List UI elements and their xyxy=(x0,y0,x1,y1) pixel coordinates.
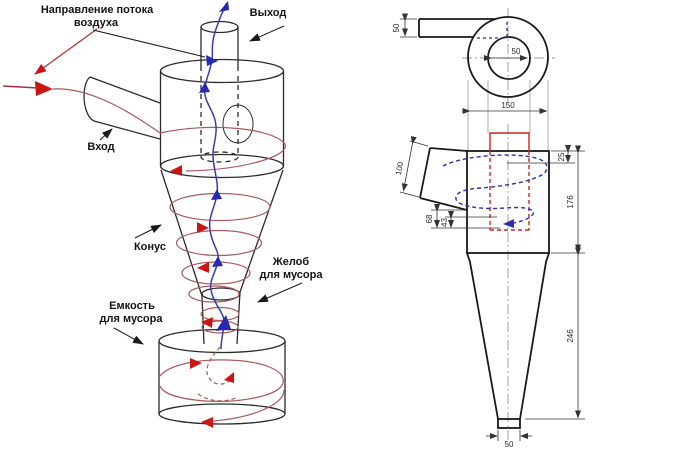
dust-spiral-flow xyxy=(52,88,286,423)
bin-leader xyxy=(113,327,144,345)
front-view-spiral-flow xyxy=(442,154,548,229)
tube-entry-arrowhead xyxy=(206,55,218,66)
top-view-outer-circle xyxy=(467,16,549,98)
dim-apex-outlet-diameter: 50 xyxy=(505,440,514,449)
duct-dim-ext xyxy=(400,18,417,38)
inlet-leader xyxy=(99,128,113,141)
dim-body-diameter: 150 xyxy=(501,101,515,110)
front-view-apex-outlet xyxy=(497,418,521,429)
red-flow-arrowheads xyxy=(35,81,234,428)
spiral-loop-3 xyxy=(175,229,263,257)
left-view-labels: Направление потока воздуха Выход Вход Ко… xyxy=(41,4,324,325)
clean-air-flow xyxy=(199,1,231,350)
cylinder-bottom-rim xyxy=(159,153,285,179)
dim-inlet-opening-length: 100 xyxy=(394,161,405,176)
top-view-inlet-duct xyxy=(418,18,496,38)
bin-spiral-1 xyxy=(158,359,284,402)
label-inlet: Вход xyxy=(87,141,114,153)
flow-label-leader xyxy=(92,29,206,58)
chute-arrowhead xyxy=(201,317,213,328)
up-arrowhead-1 xyxy=(199,82,210,93)
inset-dim-ext xyxy=(507,150,585,164)
dim-cone-height: 246 xyxy=(566,329,575,343)
label-bin-line1: Емкость xyxy=(109,300,155,312)
label-outlet: Выход xyxy=(250,7,287,19)
chute-ring-2 xyxy=(201,320,239,334)
front-view-cylinder xyxy=(466,150,550,254)
blue-arrowheads xyxy=(199,1,231,331)
outlet-tube-top xyxy=(200,20,239,34)
outer-projection xyxy=(467,80,549,151)
exit-arrowhead xyxy=(219,1,229,12)
up-arrowhead-2 xyxy=(211,189,222,200)
cone-leader xyxy=(134,224,162,239)
front-view xyxy=(419,147,550,429)
spiral-loop-2 xyxy=(169,192,271,222)
dim-inlet-bottom-offset: 68 xyxy=(425,214,434,223)
right-technical-drawing: 50 50 150 100 25 176 68 43 246 50 xyxy=(392,8,585,449)
center-lines xyxy=(462,8,555,446)
label-chute-line1: Желоб xyxy=(272,256,310,268)
cylinder-top-rim xyxy=(159,58,285,84)
inner-tube-bottom-hidden xyxy=(200,151,239,163)
chute-leader xyxy=(257,282,303,303)
inner-projection xyxy=(487,80,531,133)
cyclone-body-outline xyxy=(83,20,286,425)
dimension-labels: 50 50 150 100 25 176 68 43 246 50 xyxy=(392,23,575,449)
spiral-arrowhead-2 xyxy=(197,222,209,233)
bin-bottom xyxy=(158,403,286,425)
outlet-leader xyxy=(249,25,285,42)
front-view-outlet-tube xyxy=(489,132,530,151)
bin-spiral-2 xyxy=(209,389,285,423)
bin-dashed-flow-2 xyxy=(197,393,239,402)
inlet-opening-ellipse xyxy=(222,104,254,144)
bin-dashed-flow-1 xyxy=(206,346,232,385)
label-flow-direction-line2: воздуха xyxy=(74,17,119,29)
vortex-core-line xyxy=(203,2,228,350)
front-view-cone xyxy=(466,252,550,420)
cylinder-sides xyxy=(159,71,285,166)
bin-arrowhead-2 xyxy=(224,372,234,383)
dim-vortex-end-offset: 43 xyxy=(440,218,449,227)
outlet-tube-sides xyxy=(200,27,239,71)
inlet-pipe xyxy=(83,76,161,140)
left-perspective-view: Направление потока воздуха Выход Вход Ко… xyxy=(2,1,324,428)
up-arrowhead-4 xyxy=(216,315,231,331)
spiral-arrowhead-1 xyxy=(170,165,182,176)
label-cone: Конус xyxy=(134,241,166,253)
top-view xyxy=(418,16,549,98)
dim-outlet-inset-depth: 25 xyxy=(557,152,566,161)
dim-vortex-tube-diameter: 50 xyxy=(512,47,521,56)
label-chute-line2: для мусора xyxy=(260,269,324,281)
leader-lines xyxy=(92,25,303,345)
label-bin-line2: для мусора xyxy=(100,313,164,325)
inlet-flow-line xyxy=(52,88,161,134)
inlet-dim-line xyxy=(401,136,417,192)
bin-sides xyxy=(158,341,286,414)
inlet-arrowhead xyxy=(35,81,53,96)
bin-arrowhead-3 xyxy=(201,417,213,428)
spiral-loop-5 xyxy=(188,285,240,303)
spiral-arrowhead-3 xyxy=(197,262,209,273)
dim-cylinder-height: 176 xyxy=(566,195,575,209)
up-arrowhead-3 xyxy=(212,256,223,267)
front-view-inlet-pipe xyxy=(419,147,468,211)
projection-lines xyxy=(467,80,549,151)
cone-edges xyxy=(160,169,284,297)
chute-sides xyxy=(201,291,241,345)
bin-arrowhead-1 xyxy=(190,358,202,369)
flow-direction-arrow xyxy=(34,28,98,75)
dim-inlet-duct-height: 50 xyxy=(392,23,401,32)
label-flow-direction-line1: Направление потока xyxy=(41,4,154,16)
incoming-air-line xyxy=(2,85,39,89)
spiral-loop-1 xyxy=(159,126,286,172)
dimension-lines xyxy=(399,13,585,441)
top-view-flow-path xyxy=(477,22,508,39)
